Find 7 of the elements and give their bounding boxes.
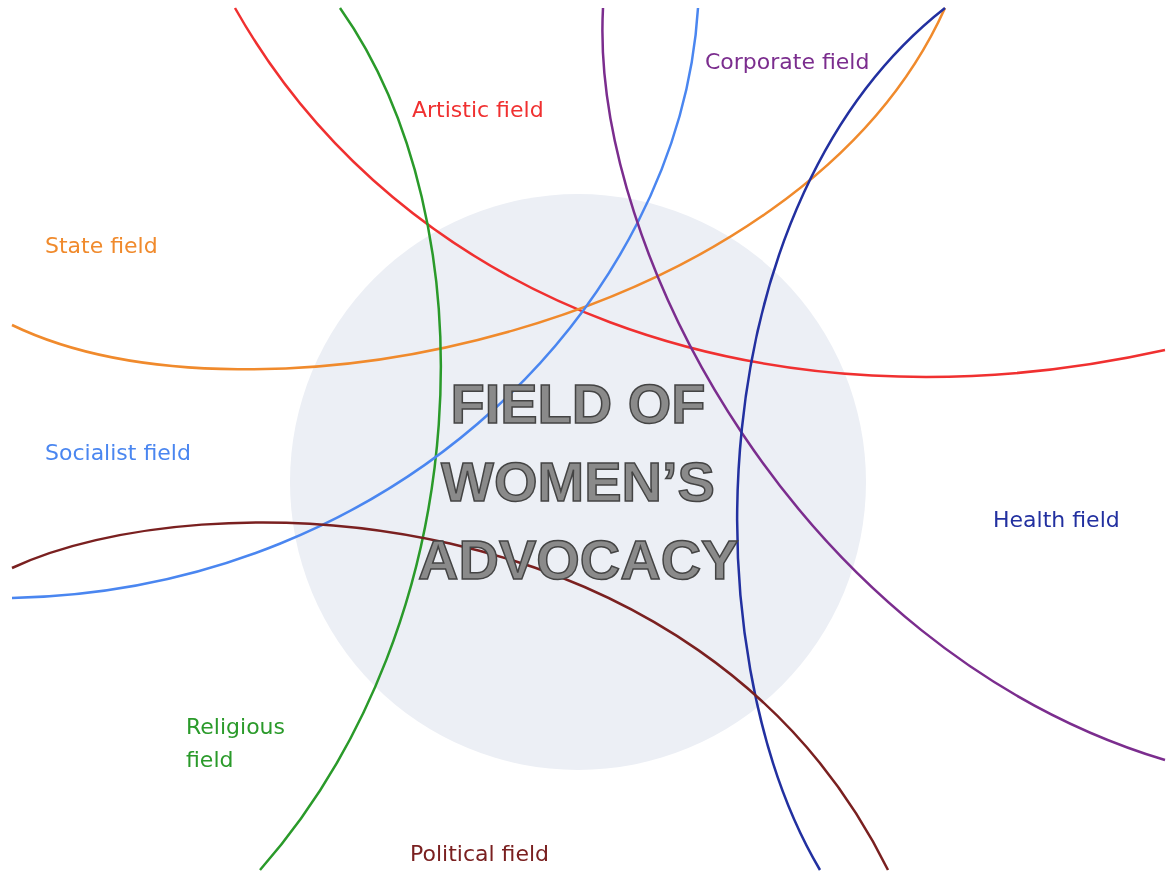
- field-label: Artistic field: [412, 96, 544, 124]
- field-label: State field: [45, 232, 158, 260]
- field-label: Corporate field: [705, 48, 870, 76]
- field-label: Health field: [993, 506, 1120, 534]
- field-label: Religious field: [186, 713, 286, 774]
- field-label: Political field: [410, 840, 550, 868]
- field-label: Socialist field: [45, 439, 191, 467]
